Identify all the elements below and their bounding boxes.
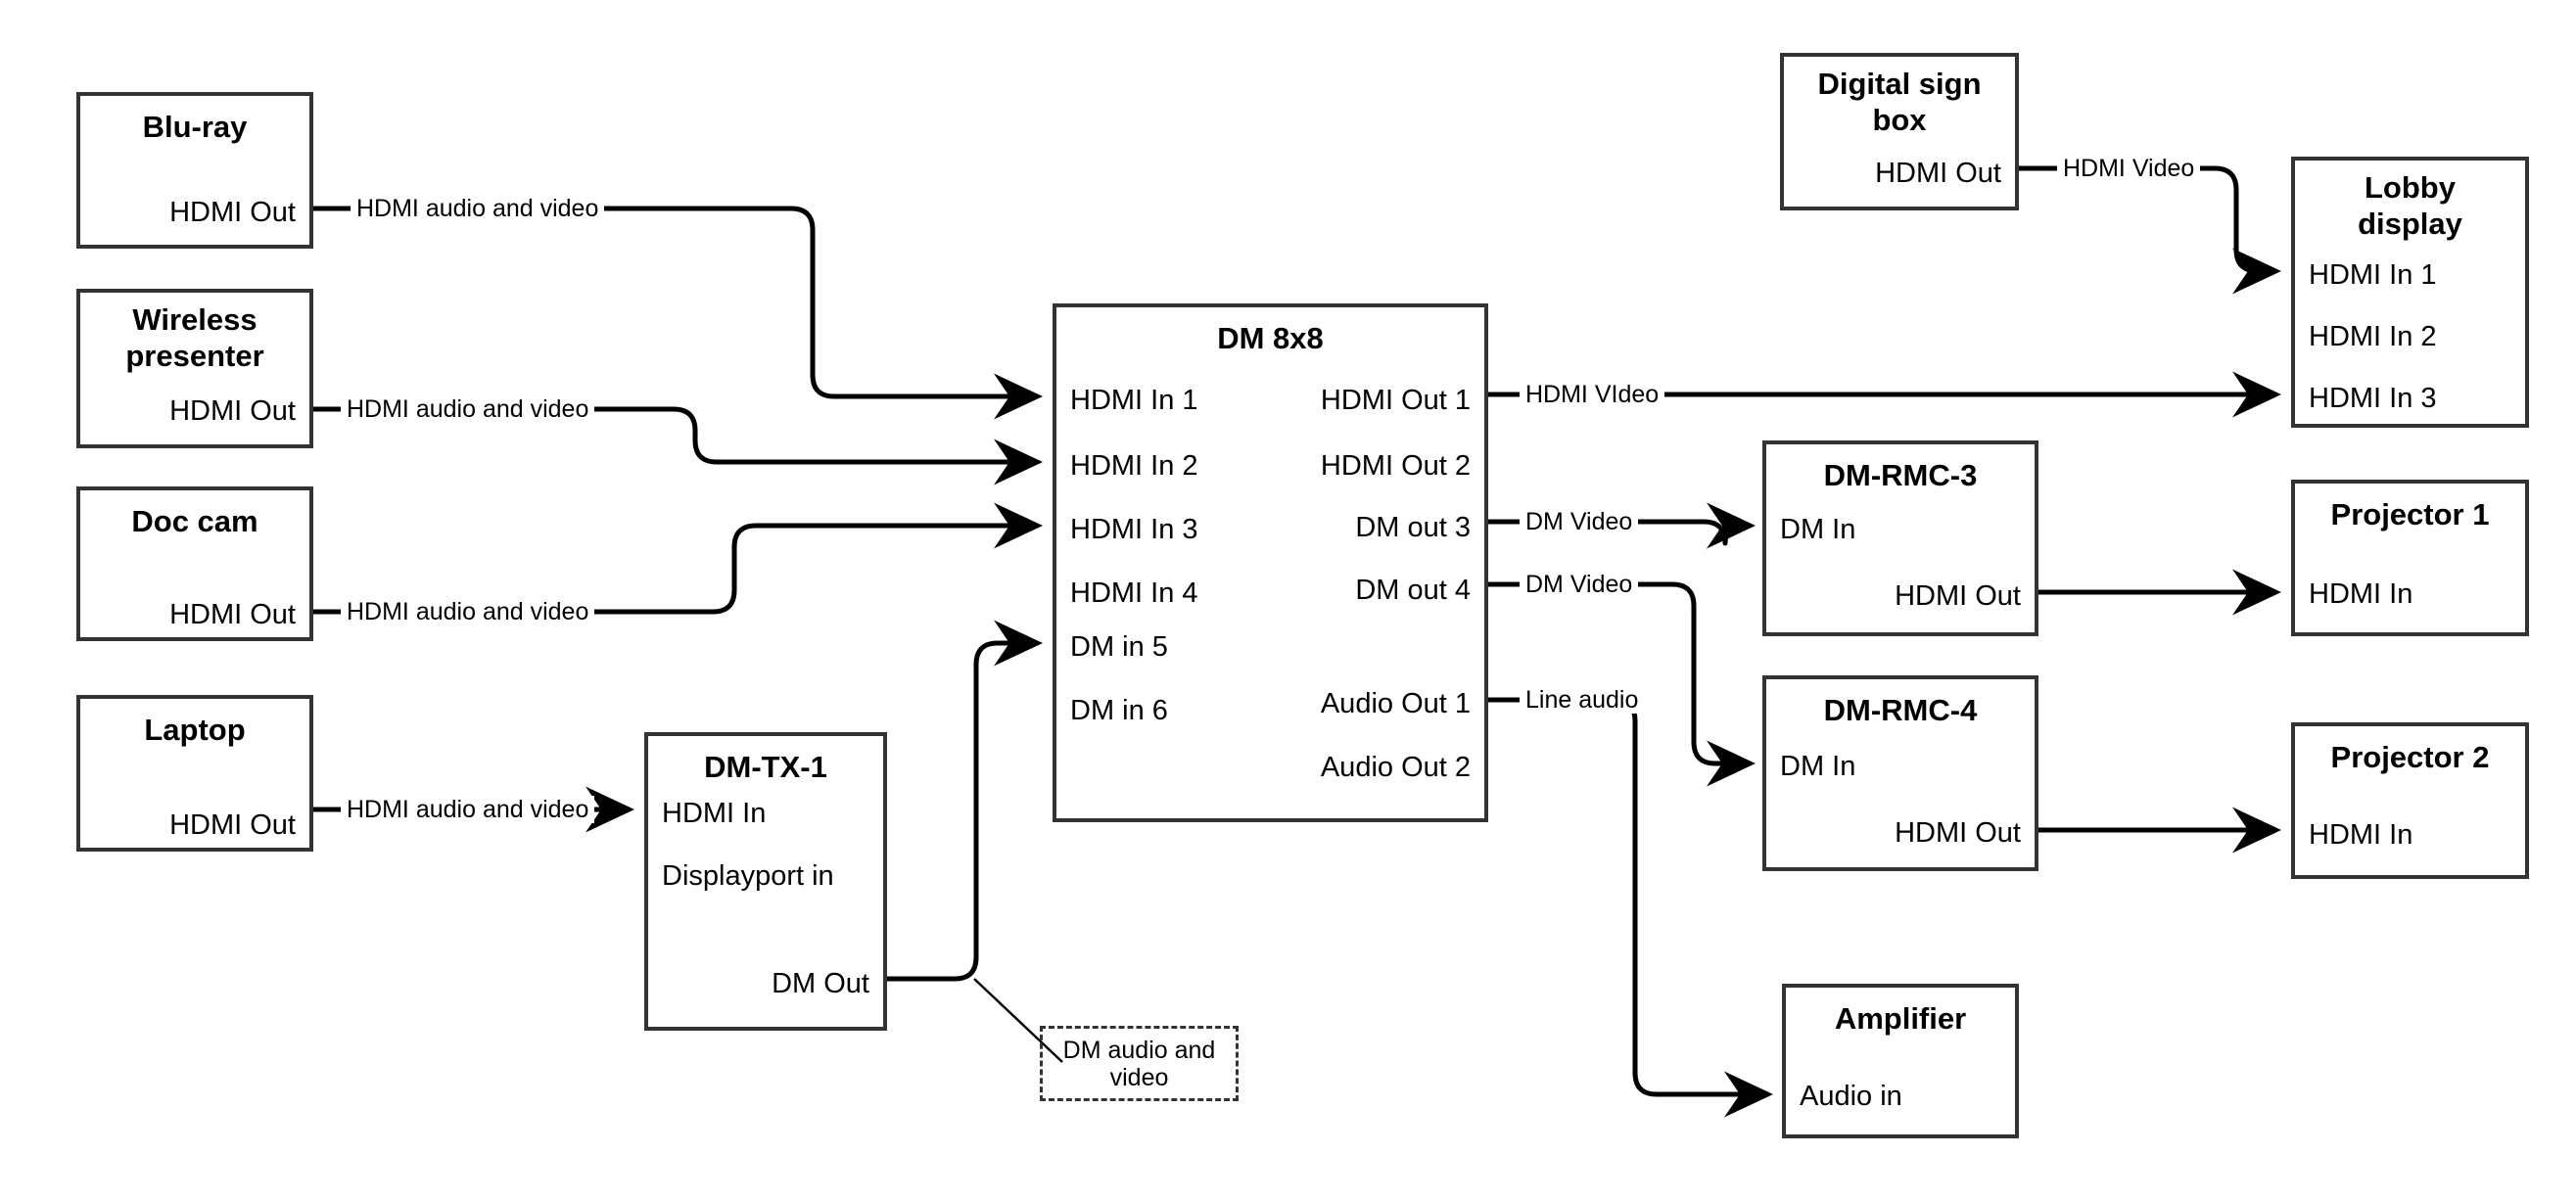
device-bluray[interactable]: Blu-ray HDMI Out	[76, 92, 313, 249]
device-dm-tx-1-port-hdmi-in: HDMI In	[662, 798, 767, 829]
device-projector-2[interactable]: Projector 2 HDMI In	[2291, 722, 2529, 879]
device-dm-8x8-input-dm-in-6: DM in 6	[1070, 695, 1168, 726]
device-dm-tx-1[interactable]: DM-TX-1 HDMI In Displayport in DM Out	[644, 732, 887, 1031]
device-doc-cam-title: Doc cam	[131, 504, 258, 538]
device-dm-rmc-3-port-dm-in: DM In	[1780, 514, 1856, 545]
wire-bluray-to-hdmiin1	[313, 206, 1043, 420]
wire-audioout1-to-amplifier	[1488, 697, 1773, 1118]
wire-label-dm-video-out4: DM Video	[1520, 571, 1639, 598]
device-lobby-display-port-hdmi-in-3: HDMI In 3	[2309, 383, 2437, 414]
callout-dm-audio-and-video: DM audio and video	[1040, 1026, 1239, 1101]
device-laptop-port-hdmi-out: HDMI Out	[169, 809, 296, 841]
device-dm-rmc-3-title: DM-RMC-3	[1823, 458, 1978, 492]
device-bluray-port-hdmi-out: HDMI Out	[169, 197, 296, 228]
wire-label-bluray: HDMI audio and video	[351, 195, 605, 222]
device-dm-8x8-output-audio-out-1: Audio Out 1	[1320, 688, 1471, 719]
callout-dm-audio-and-video-text: DM audio and video	[1062, 1036, 1216, 1091]
device-wireless-presenter[interactable]: Wireless presenter HDMI Out	[76, 289, 313, 448]
device-dm-8x8-input-hdmi-in-4: HDMI In 4	[1070, 577, 1198, 609]
device-lobby-display-port-hdmi-in-1: HDMI In 1	[2309, 259, 2437, 291]
device-lobby-display[interactable]: Lobby display HDMI In 1 HDMI In 2 HDMI I…	[2291, 157, 2529, 428]
device-dm-tx-1-title: DM-TX-1	[704, 750, 827, 784]
device-dm-8x8[interactable]: DM 8x8 HDMI In 1 HDMI In 2 HDMI In 3 HDM…	[1053, 303, 1488, 822]
device-dm-rmc-4-port-dm-in: DM In	[1780, 751, 1856, 782]
device-dm-8x8-output-audio-out-2: Audio Out 2	[1320, 752, 1471, 783]
device-dm-8x8-output-hdmi-out-1: HDMI Out 1	[1320, 385, 1471, 416]
device-dm-8x8-output-dm-out-3: DM out 3	[1355, 512, 1471, 543]
device-projector-2-port-hdmi-in: HDMI In	[2309, 819, 2413, 851]
device-digital-sign-box-port-hdmi-out: HDMI Out	[1875, 158, 2001, 189]
device-dm-rmc-4[interactable]: DM-RMC-4 DM In HDMI Out	[1762, 675, 2038, 871]
device-dm-rmc-3[interactable]: DM-RMC-3 DM In HDMI Out	[1762, 440, 2038, 636]
device-dm-8x8-input-hdmi-in-3: HDMI In 3	[1070, 514, 1198, 545]
device-digital-sign-box[interactable]: Digital sign box HDMI Out	[1780, 53, 2019, 210]
device-amplifier-title: Amplifier	[1834, 1001, 1967, 1036]
device-wireless-presenter-title: Wireless presenter	[125, 302, 264, 373]
wire-dmout4-to-rmc4	[1488, 581, 1756, 787]
device-doc-cam-port-hdmi-out: HDMI Out	[169, 599, 296, 630]
device-dm-8x8-input-dm-in-5: DM in 5	[1070, 631, 1168, 663]
device-dm-8x8-output-hdmi-out-2: HDMI Out 2	[1320, 450, 1471, 482]
device-dm-tx-1-port-dm-out: DM Out	[772, 968, 869, 999]
wire-label-dm-video-out3: DM Video	[1520, 508, 1639, 535]
device-lobby-display-title: Lobby display	[2358, 170, 2462, 241]
device-amplifier[interactable]: Amplifier Audio in	[1782, 984, 2019, 1138]
device-projector-1[interactable]: Projector 1 HDMI In	[2291, 480, 2529, 636]
wire-label-hdmi-video-out1: HDMI VIdeo	[1520, 381, 1665, 408]
wire-label-line-audio: Line audio	[1520, 686, 1645, 714]
device-laptop[interactable]: Laptop HDMI Out	[76, 695, 313, 852]
device-dm-8x8-input-hdmi-in-2: HDMI In 2	[1070, 450, 1198, 482]
device-dm-tx-1-port-displayport-in: Displayport in	[662, 860, 834, 892]
device-doc-cam[interactable]: Doc cam HDMI Out	[76, 486, 313, 641]
wire-label-digital-sign: HDMI Video	[2057, 155, 2201, 182]
wire-dmtx1-to-dmin5	[886, 620, 1043, 982]
device-dm-8x8-title: DM 8x8	[1217, 321, 1324, 355]
device-laptop-title: Laptop	[144, 713, 246, 747]
device-dm-rmc-4-port-hdmi-out: HDMI Out	[1895, 817, 2021, 849]
device-dm-rmc-4-title: DM-RMC-4	[1823, 693, 1978, 727]
device-dm-8x8-input-hdmi-in-1: HDMI In 1	[1070, 385, 1198, 416]
wire-sign-to-lobby-hdmiin1	[2019, 165, 2281, 295]
device-projector-1-title: Projector 1	[2330, 497, 2490, 531]
device-projector-1-port-hdmi-in: HDMI In	[2309, 578, 2413, 610]
device-dm-rmc-3-port-hdmi-out: HDMI Out	[1895, 580, 2021, 612]
device-dm-8x8-output-dm-out-4: DM out 4	[1355, 575, 1471, 606]
device-lobby-display-port-hdmi-in-2: HDMI In 2	[2309, 321, 2437, 352]
device-amplifier-port-audio-in: Audio in	[1800, 1081, 1902, 1112]
device-digital-sign-box-title: Digital sign box	[1817, 67, 1982, 137]
device-wireless-presenter-port-hdmi-out: HDMI Out	[169, 395, 296, 427]
wire-label-doc-cam: HDMI audio and video	[341, 598, 595, 625]
device-bluray-title: Blu-ray	[142, 110, 248, 144]
wire-label-laptop: HDMI audio and video	[341, 796, 595, 823]
wire-label-wireless-presenter: HDMI audio and video	[341, 395, 595, 423]
device-projector-2-title: Projector 2	[2330, 740, 2490, 774]
